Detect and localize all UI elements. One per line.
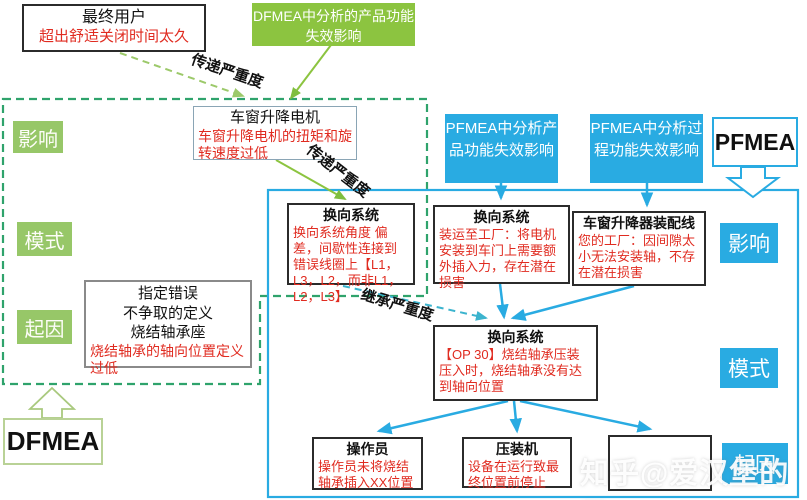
dfmea-cause-box: 指定错误 不争取的定义 烧结轴承座 烧结轴承的轴向位置定义过低 [84,280,252,376]
pfmea-region-border [266,188,800,499]
pfmea-badge-arrow [725,166,781,199]
transfer-severity-arrow [275,159,347,200]
effect2-to-mode-arrow [510,284,635,321]
zhihu-watermark: 知乎@爱汉堡的风 [580,458,790,490]
window-motor-title: 车窗升降电机 [229,109,320,126]
pfmea-cause-box-1: 操作员 操作员未将烧结轴承插入XX位置 [312,437,423,490]
pfmea-badge: PFMEA [712,117,798,167]
pfmea-effect-box-2: 车窗升降器装配线 您的工厂：因间隙太小无法安装轴，不存在潜在损害 [572,211,706,286]
dfmea-mode-box: 换向系统 换向系统角度 偏差，间歇性连接到错误线圈上【L1，L3，L2，而非L1… [287,203,415,304]
dfmea-note-arrow [289,44,332,100]
end-user-failure-text: 超出舒适关闭时间太久 [38,28,189,45]
pfmea-mode-title: 换向系统 [487,329,544,345]
pfmea-cause2-title: 压装机 [496,441,538,457]
pfmea-process-note-box: PFMEA中分析过程功能失效影响 [590,114,703,183]
pfmea-effect-box-1: 换向系统 装运至工厂：将电机安装到车门上需要额外插入力，存在潜在损害 [433,205,570,290]
pfmea-mode-text: 【OP 30】烧结轴承压装压入时，烧结轴承没有达到轴向位置 [439,346,583,394]
pfmea-effect1-title: 换向系统 [473,209,530,225]
transfer-severity-dashed-arrow [119,52,245,98]
dfmea-row-label-effect: 影响 [13,121,63,153]
pfmea-row-label-effect: 影响 [720,223,778,263]
pfmea-row-label-mode: 模式 [720,348,778,388]
effect1-to-mode-arrow [496,283,509,320]
dfmea-row-label-cause: 起因 [17,310,72,344]
pfmea-cause1-text: 操作员未将烧结轴承插入XX位置 [318,458,414,490]
pfmea-mode-box: 换向系统 【OP 30】烧结轴承压装压入时，烧结轴承没有达到轴向位置 [433,325,598,401]
dfmea-note-box: DFMEA中分析的产品功能失效影响 [252,3,415,46]
pfmea-cause-box-3 [608,435,712,491]
pfmea-row-label-cause: 起因 [722,443,788,484]
dfmea-cause-text: 烧结轴承的轴向位置定义过低 [90,342,244,376]
window-motor-box: 车窗升降电机 车窗升降电机的扭矩和旋转速度过低 [193,106,357,162]
dfmea-badge: DFMEA [3,418,103,465]
pfmea-cause2-text: 设备在运行致最终位置前停止 [468,458,560,490]
pfmea-cause1-title: 操作员 [346,441,389,457]
pfmea-effect2-title: 车窗升降器装配线 [583,215,695,231]
pfmea-effect2-text: 您的工厂：因间隙太小无法安装轴，不存在潜在损害 [578,232,696,280]
end-user-box: 最终用户 超出舒适关闭时间太久 [22,4,206,52]
window-motor-failure-text: 车窗升降电机的扭矩和旋转速度过低 [198,127,352,162]
pfmea-effect1-text: 装运至工厂：将电机安装到车门上需要额外插入力，存在潜在损害 [439,226,557,290]
pfmea-product-note-box: PFMEA中分析产品功能失效影响 [445,114,558,183]
inherit-severity-dashed-arrow [342,285,488,321]
pfmea-cause-box-2: 压装机 设备在运行致最终位置前停止 [462,437,572,490]
dfmea-row-label-mode: 模式 [17,222,72,256]
mode-to-cause2-arrow [509,400,522,434]
dfmea-cause-title: 指定错误 不争取的定义 烧结轴承座 [122,285,213,341]
dfmea-mode-title: 换向系统 [323,207,379,223]
end-user-title: 最终用户 [81,9,146,26]
mode-to-cause1-arrow [376,399,509,435]
mode-to-cause3-arrow [519,399,653,433]
dfmea-mode-text: 换向系统角度 偏差，间歇性连接到错误线圈上【L1，L3，L2，而非L1，L2，L… [293,224,402,304]
dfmea-badge-arrow [27,386,77,419]
dfmea-region-border [1,97,429,386]
